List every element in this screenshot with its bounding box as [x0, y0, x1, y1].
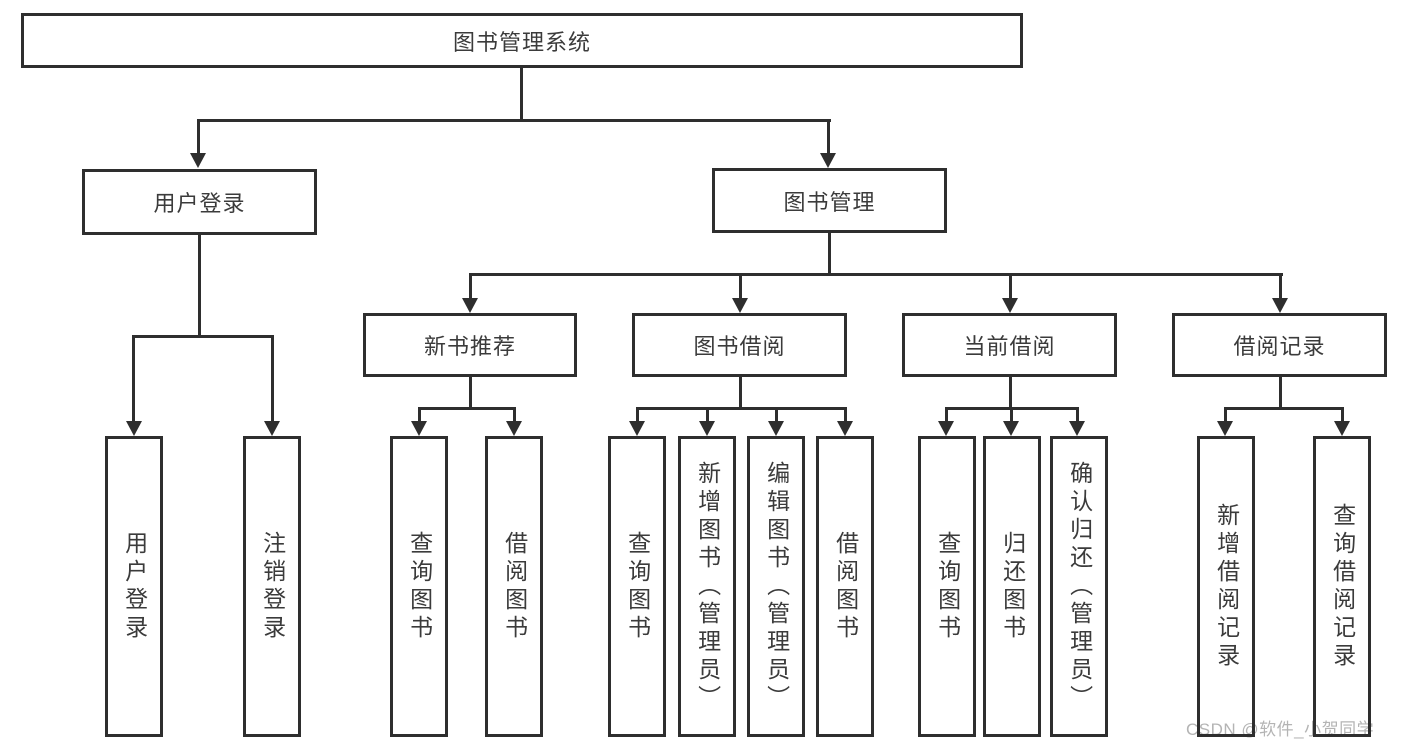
- edge-line: [1224, 407, 1227, 423]
- arrowhead-icon: [411, 421, 427, 436]
- edge-line: [418, 407, 516, 410]
- node-leaf-newbook-query-label: 查询图书: [406, 530, 433, 643]
- node-leaf-borrow-add: 新增图书（管理员）: [678, 436, 736, 737]
- edge-line: [739, 377, 742, 409]
- node-root: 图书管理系统: [21, 13, 1023, 68]
- node-current-borrow: 当前借阅: [902, 313, 1117, 377]
- node-leaf-current-query-label: 查询图书: [934, 530, 961, 643]
- node-borrow-record: 借阅记录: [1172, 313, 1387, 377]
- node-leaf-current-query: 查询图书: [918, 436, 976, 737]
- node-leaf-borrow-borrow-label: 借阅图书: [832, 530, 859, 643]
- arrowhead-icon: [1003, 421, 1019, 436]
- edge-line: [775, 407, 778, 423]
- arrowhead-icon: [837, 421, 853, 436]
- arrowhead-icon: [820, 153, 836, 168]
- node-new-book-label: 新书推荐: [423, 334, 516, 359]
- node-leaf-borrow-edit-label: 编辑图书（管理员）: [763, 460, 790, 713]
- node-new-book: 新书推荐: [363, 313, 577, 377]
- edge-line: [520, 68, 523, 119]
- edge-line: [1009, 273, 1012, 300]
- node-user-login-label: 用户登录: [153, 191, 246, 216]
- node-book-mgmt-label: 图书管理: [783, 189, 876, 215]
- edge-line: [636, 407, 846, 410]
- arrowhead-icon: [462, 298, 478, 313]
- arrowhead-icon: [1272, 298, 1288, 313]
- edge-line: [513, 407, 516, 423]
- edge-line: [1279, 273, 1282, 300]
- arrowhead-icon: [1069, 421, 1085, 436]
- node-leaf-borrow-query-label: 查询图书: [624, 530, 651, 643]
- arrowhead-icon: [264, 421, 280, 436]
- node-book-borrow-label: 图书借阅: [693, 334, 786, 359]
- node-leaf-current-return-label: 归还图书: [999, 530, 1026, 643]
- node-leaf-newbook-borrow-label: 借阅图书: [501, 530, 528, 643]
- node-leaf-borrow-edit: 编辑图书（管理员）: [747, 436, 805, 737]
- node-leaf-newbook-borrow: 借阅图书: [485, 436, 543, 737]
- edge-line: [198, 235, 201, 335]
- arrowhead-icon: [126, 421, 142, 436]
- arrowhead-icon: [732, 298, 748, 313]
- edge-line: [1010, 407, 1013, 423]
- node-book-borrow: 图书借阅: [632, 313, 847, 377]
- edge-line: [1279, 377, 1282, 409]
- edge-line: [1224, 407, 1344, 410]
- node-leaf-record-query: 查询借阅记录: [1313, 436, 1371, 737]
- node-leaf-borrow-borrow: 借阅图书: [816, 436, 874, 737]
- node-root-label: 图书管理系统: [452, 29, 591, 55]
- node-leaf-record-add-label: 新增借阅记录: [1213, 502, 1240, 671]
- arrowhead-icon: [190, 153, 206, 168]
- node-leaf-record-add: 新增借阅记录: [1197, 436, 1255, 737]
- edge-line: [945, 407, 948, 423]
- edge-line: [418, 407, 421, 423]
- edge-line: [828, 233, 831, 275]
- node-leaf-borrow-query: 查询图书: [608, 436, 666, 737]
- edge-line: [132, 335, 135, 422]
- node-leaf-user-login: 用户登录: [105, 436, 163, 737]
- node-book-mgmt: 图书管理: [712, 168, 947, 233]
- arrowhead-icon: [768, 421, 784, 436]
- edge-line: [197, 119, 200, 154]
- node-leaf-current-return: 归还图书: [983, 436, 1041, 737]
- edge-line: [197, 119, 831, 122]
- node-leaf-current-confirm: 确认归还（管理员）: [1050, 436, 1108, 737]
- node-leaf-user-login-label: 用户登录: [121, 530, 148, 643]
- edge-line: [1341, 407, 1344, 423]
- edge-line: [271, 335, 274, 422]
- edge-line: [706, 407, 709, 423]
- node-leaf-borrow-add-label: 新增图书（管理员）: [694, 460, 721, 713]
- node-current-borrow-label: 当前借阅: [963, 334, 1056, 359]
- node-user-login: 用户登录: [82, 169, 317, 235]
- edge-line: [844, 407, 847, 423]
- edge-line: [739, 273, 742, 300]
- watermark: CSDN @软件_小贺同学: [1186, 720, 1375, 739]
- node-borrow-record-label: 借阅记录: [1233, 334, 1326, 359]
- arrowhead-icon: [699, 421, 715, 436]
- arrowhead-icon: [1002, 298, 1018, 313]
- edge-line: [469, 377, 472, 409]
- arrowhead-icon: [1217, 421, 1233, 436]
- edge-line: [469, 273, 472, 300]
- node-leaf-newbook-query: 查询图书: [390, 436, 448, 737]
- arrowhead-icon: [1334, 421, 1350, 436]
- edge-line: [469, 273, 1283, 276]
- edge-line: [827, 119, 830, 154]
- node-leaf-logout: 注销登录: [243, 436, 301, 737]
- node-leaf-record-query-label: 查询借阅记录: [1329, 502, 1356, 671]
- arrowhead-icon: [938, 421, 954, 436]
- node-leaf-current-confirm-label: 确认归还（管理员）: [1066, 460, 1093, 713]
- arrowhead-icon: [629, 421, 645, 436]
- edge-line: [1076, 407, 1079, 423]
- arrowhead-icon: [506, 421, 522, 436]
- node-leaf-logout-label: 注销登录: [259, 530, 286, 643]
- edge-line: [636, 407, 639, 423]
- edge-line: [1009, 377, 1012, 409]
- edge-line: [132, 335, 273, 338]
